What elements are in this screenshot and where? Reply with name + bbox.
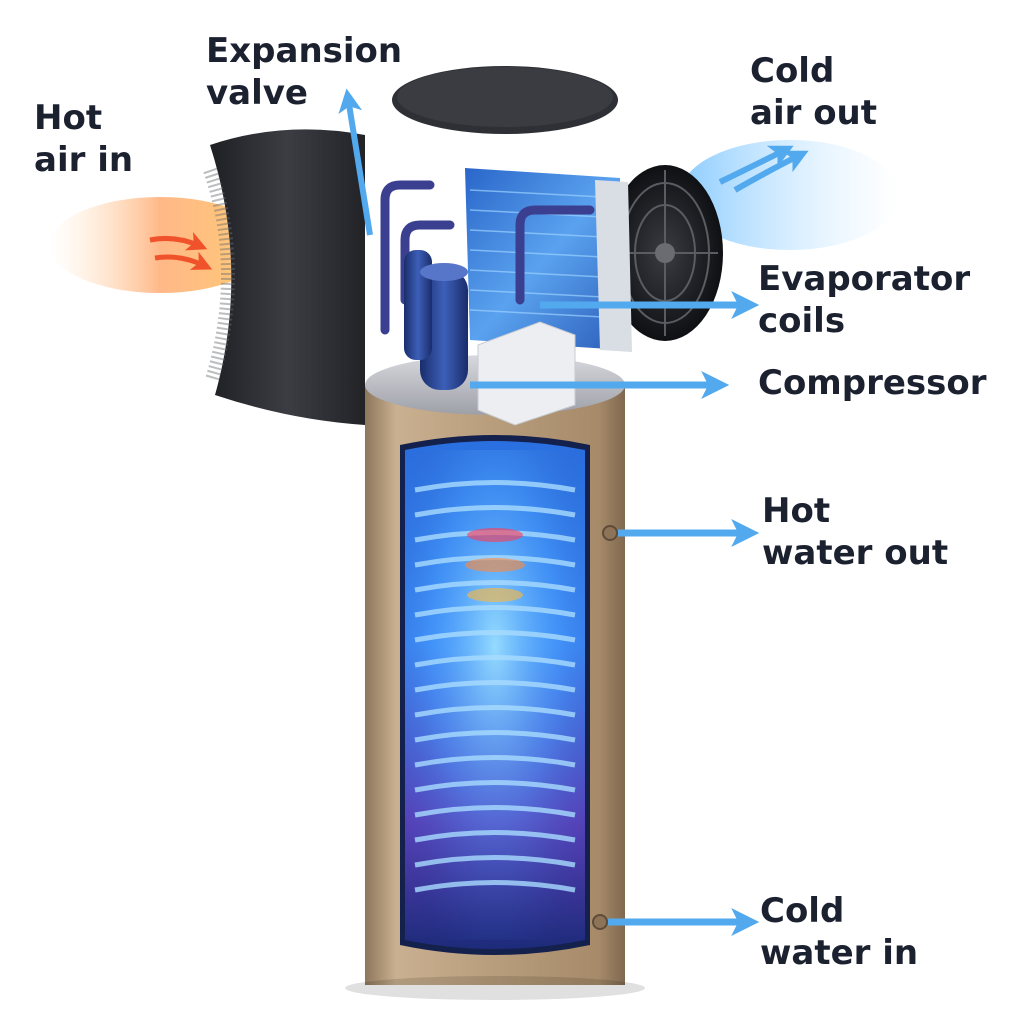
floor-shadow [345,976,645,1000]
label-compressor: Compressor [758,363,987,403]
label-hot-air-in: Hot air in [34,98,134,180]
label-evaporator-coils: Evaporator coils [758,259,971,341]
cold-water-inlet [592,914,608,930]
refrigerant-piping [380,180,595,335]
cold-air-stream [680,140,900,250]
label-hot-water-out: Hot water out [762,491,949,573]
label-expansion-valve: Expansion valve [206,31,403,113]
label-cold-air-out: Cold air out [750,51,878,133]
tank [365,355,625,985]
hot-air-stream [50,197,270,293]
expansion-valve-arrow [338,88,373,236]
hot-water-outlet [602,525,618,541]
control-box [477,321,576,426]
label-cold-water-in: Cold water in [760,891,919,973]
compressor-unit [404,250,468,390]
evaporator-coil-block [465,168,632,352]
housing-panel [203,129,365,425]
heating-coil [414,480,576,893]
